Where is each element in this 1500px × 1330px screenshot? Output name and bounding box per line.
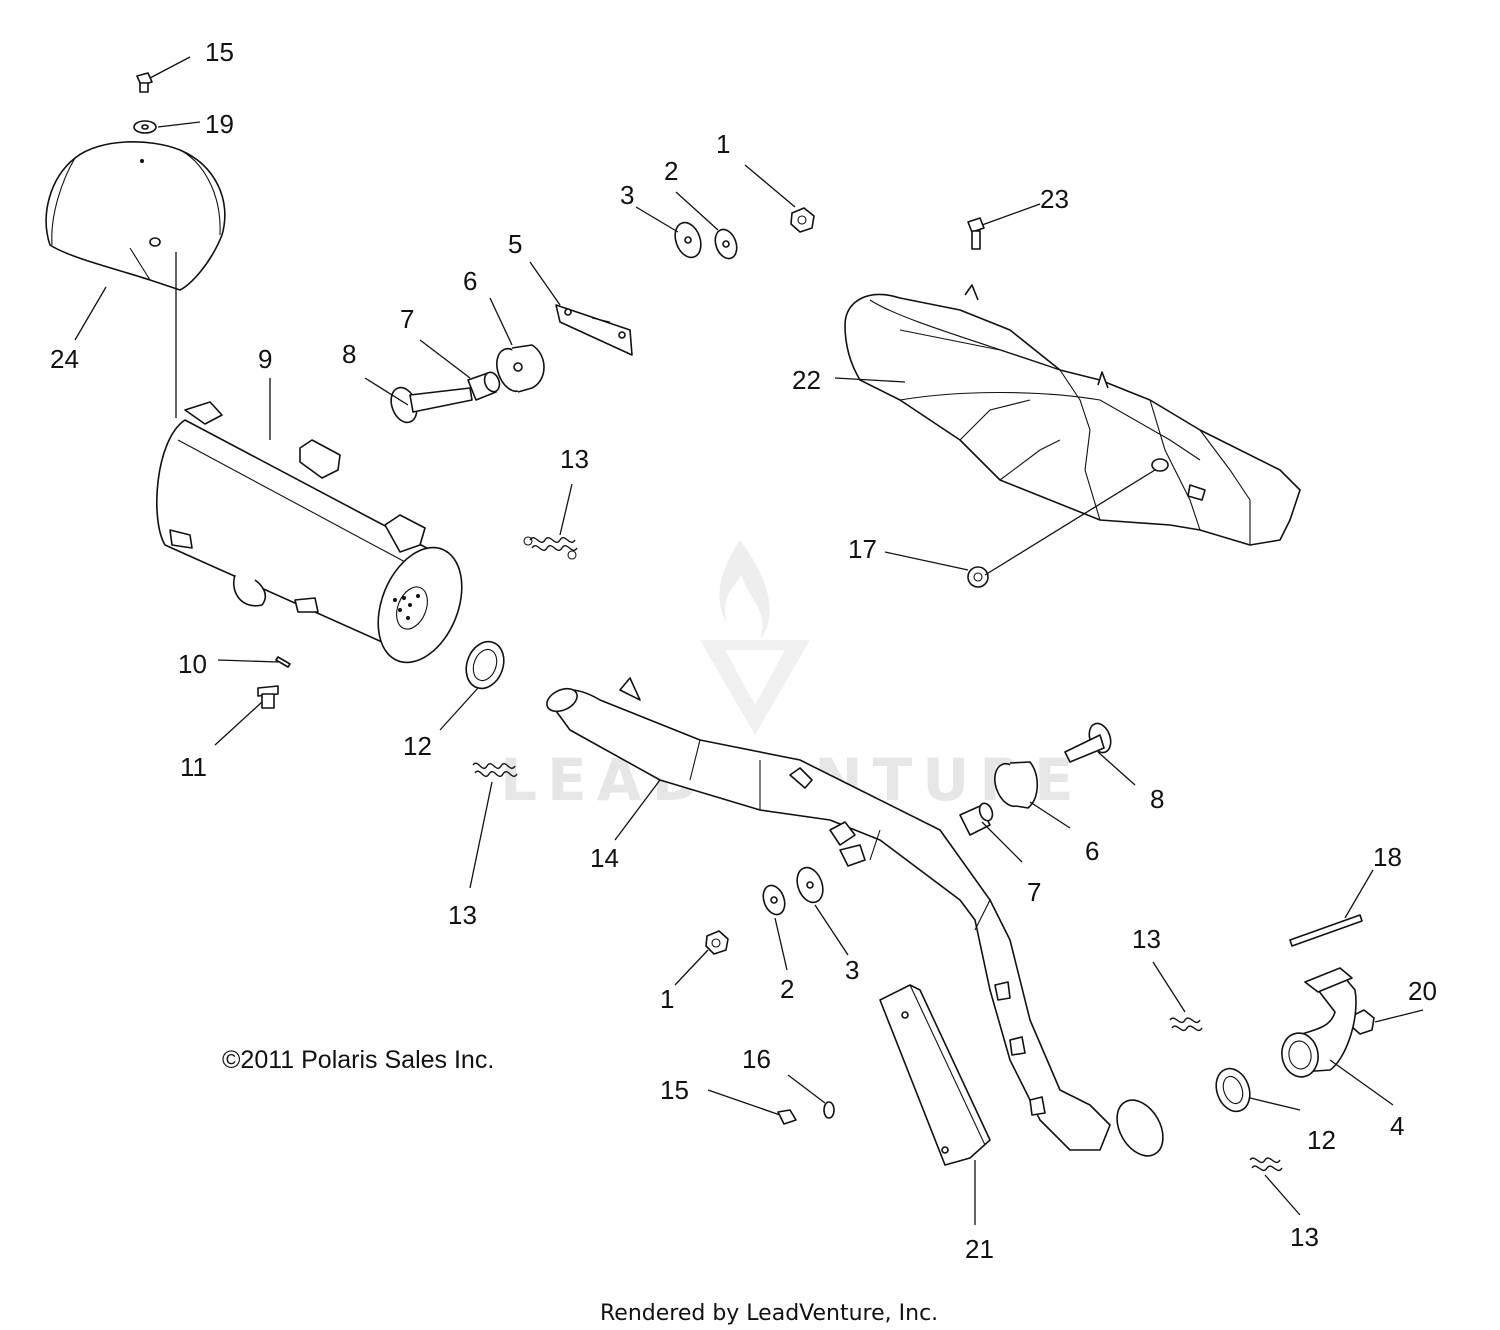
part-15-bolt-lower: [777, 1109, 797, 1125]
watermark-logo: [700, 540, 810, 735]
part-14-head-pipe: [546, 677, 1164, 1157]
part-7-spacer-lower: [959, 802, 994, 836]
callout-6: 6: [1085, 836, 1099, 866]
part-1-nut-upper: [790, 207, 815, 233]
part-11-plug: [257, 685, 279, 709]
part-8-bolt-lower: [1064, 722, 1112, 763]
part-2-washer-upper: [714, 228, 738, 260]
callout-3: 3: [620, 180, 634, 210]
callout-2: 2: [664, 156, 678, 186]
part-13-spring-b: [472, 762, 518, 777]
callout-13: 13: [560, 444, 589, 474]
part-15-bolt-top: [136, 72, 153, 93]
part-13-spring-a: [523, 536, 578, 560]
footer-rendered-by: Rendered by LeadVenture, Inc.: [600, 1301, 938, 1326]
part-10-pin: [275, 656, 291, 668]
part-5-bracket: [555, 304, 633, 356]
part-21-pipe-heat-shield: [879, 984, 991, 1166]
callout-13: 13: [448, 900, 477, 930]
callout-13: 13: [1290, 1222, 1319, 1252]
callout-20: 20: [1408, 976, 1437, 1006]
part-17-grommet: [967, 566, 989, 588]
part-16-washer: [823, 1101, 835, 1119]
part-12-gasket-lower: [1215, 1067, 1251, 1113]
callout-1: 1: [716, 129, 730, 159]
callout-21: 21: [965, 1234, 994, 1264]
part-8-bolt-upper: [390, 386, 473, 424]
callout-17: 17: [848, 534, 877, 564]
callout-18: 18: [1373, 842, 1402, 872]
callout-23: 23: [1040, 184, 1069, 214]
part-23-bolt: [967, 217, 985, 250]
callout-22: 22: [792, 365, 821, 395]
part-13-spring-c: [1169, 1017, 1203, 1032]
callout-9: 9: [258, 344, 272, 374]
part-3-washer-upper: [674, 221, 702, 259]
callout-12: 12: [403, 731, 432, 761]
callout-labels: 15 19 24 9 8 7 6 5 3 2 1 23 22 13 17 10 …: [50, 37, 1437, 1264]
callout-12: 12: [1307, 1125, 1336, 1155]
callout-19: 19: [205, 109, 234, 139]
callout-8: 8: [342, 339, 356, 369]
part-18-exhaust-gasket: [1289, 914, 1363, 947]
callout-2: 2: [780, 974, 794, 1004]
part-2-washer-lower: [762, 884, 786, 916]
copyright-notice: ©2011 Polaris Sales Inc.: [222, 1046, 494, 1074]
part-24-muffler-heat-shield: [45, 141, 226, 291]
part-13-spring-d: [1249, 1157, 1283, 1172]
part-12-gasket-upper: [465, 640, 505, 690]
callout-7: 7: [400, 304, 414, 334]
part-6-grommet-upper: [496, 344, 545, 393]
callout-15: 15: [660, 1075, 689, 1105]
leader-lines: [74, 56, 1424, 1225]
callout-24: 24: [50, 344, 79, 374]
part-22-exhaust-heat-shield: [844, 284, 1301, 546]
part-4-exhaust-elbow: [1281, 967, 1357, 1078]
part-9-muffler: [156, 401, 463, 664]
callout-5: 5: [508, 229, 522, 259]
part-1-nut-lower: [705, 930, 729, 955]
callout-8: 8: [1150, 784, 1164, 814]
callout-16: 16: [742, 1044, 771, 1074]
part-6-grommet-lower: [994, 761, 1039, 809]
callout-13: 13: [1132, 924, 1161, 954]
callout-3: 3: [845, 955, 859, 985]
callout-6: 6: [463, 266, 477, 296]
callout-7: 7: [1027, 877, 1041, 907]
callout-1: 1: [660, 984, 674, 1014]
part-3-washer-lower: [796, 866, 824, 904]
callout-14: 14: [590, 843, 619, 873]
callout-4: 4: [1390, 1111, 1404, 1141]
callout-11: 11: [180, 752, 207, 782]
callout-15: 15: [205, 37, 234, 67]
callout-10: 10: [178, 649, 207, 679]
part-7-spacer-upper: [467, 371, 501, 401]
